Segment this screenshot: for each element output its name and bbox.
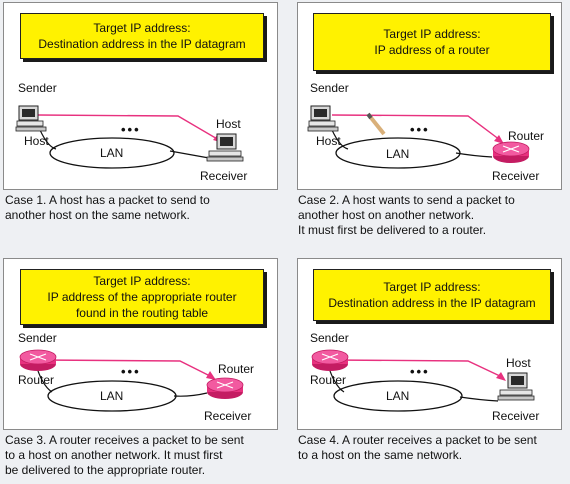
computer-icon — [206, 133, 244, 162]
right-connector — [173, 392, 208, 397]
right-connector — [455, 152, 493, 158]
target-line-2: IP address of the appropriate router — [47, 290, 237, 304]
caption-line: another host on another network. — [298, 208, 475, 222]
ellipsis-dots: ••• — [410, 122, 430, 137]
caption-line: be delivered to the appropriate router. — [5, 463, 206, 477]
caption-line: to a host on another network. It must fi… — [5, 448, 223, 462]
caption-line: to a host on the same network. — [298, 448, 463, 462]
lan-label: LAN — [386, 147, 410, 161]
router-icon — [492, 141, 530, 163]
pencil-icon — [366, 112, 386, 136]
ellipsis-dots: ••• — [121, 364, 141, 379]
router-icon — [311, 349, 349, 371]
target-ip-box: Target IP address: Destination address i… — [313, 269, 551, 321]
target-line-1: Target IP address: — [383, 27, 481, 41]
right-device-label: Router — [218, 362, 255, 376]
lan-label: LAN — [100, 146, 124, 160]
target-line-2: IP address of a router — [374, 43, 490, 57]
receiver-label: Receiver — [204, 409, 252, 423]
path-arrowhead — [206, 371, 216, 380]
router-icon — [19, 349, 57, 371]
case-4-caption: Case 4. A router receives a packet to be… — [298, 433, 537, 463]
case-4-panel: Target IP address: Destination address i… — [297, 258, 562, 430]
path-arrowhead — [494, 135, 504, 144]
delivery-path — [331, 114, 501, 141]
delivery-path — [39, 359, 213, 378]
target-line-1: Target IP address: — [93, 274, 191, 288]
target-ip-box: Target IP address: IP address of a route… — [313, 13, 551, 71]
caption-line: It must first be delivered to a router. — [298, 223, 487, 237]
sender-label: Sender — [18, 331, 57, 345]
lan-ellipse — [335, 137, 461, 169]
lan-ellipse — [333, 380, 463, 412]
caption-line: Case 1. A host has a packet to send to — [5, 193, 210, 207]
lan-label: LAN — [386, 389, 410, 403]
target-line-3: found in the routing table — [75, 306, 209, 320]
left-device-label: Host — [316, 134, 341, 148]
left-connector — [37, 370, 53, 393]
ellipsis-dots: ••• — [121, 122, 141, 137]
target-line-2: Destination address in the IP datagram — [328, 296, 536, 310]
case-3-panel: Target IP address: IP address of the app… — [3, 258, 278, 430]
right-device-label: Host — [506, 356, 531, 370]
case-3-caption: Case 3. A router receives a packet to be… — [5, 433, 244, 478]
computer-icon — [15, 105, 47, 132]
left-connector — [39, 129, 57, 150]
lan-label: LAN — [100, 389, 124, 403]
path-arrowhead — [496, 372, 506, 381]
sender-label: Sender — [310, 81, 349, 95]
ellipsis-dots: ••• — [410, 364, 430, 379]
right-device-label: Router — [508, 129, 545, 143]
target-ip-box: Target IP address: IP address of the app… — [20, 269, 264, 325]
left-connector — [331, 129, 349, 150]
case-1-panel: Target IP address: Destination address i… — [3, 2, 278, 190]
caption-line: Case 3. A router receives a packet to be… — [5, 433, 244, 447]
delivery-path — [37, 114, 220, 141]
receiver-label: Receiver — [492, 169, 540, 183]
network-diagram — [311, 349, 535, 412]
computer-icon — [307, 105, 339, 132]
network-diagram — [15, 105, 244, 169]
right-connector — [169, 150, 210, 159]
caption-line: another host on the same network. — [5, 208, 190, 222]
network-diagram — [19, 349, 244, 412]
case-2-caption: Case 2. A host wants to send a packet to… — [298, 193, 515, 238]
target-line-2: Destination address in the IP datagram — [38, 37, 246, 51]
network-diagram — [307, 105, 530, 169]
right-connector — [459, 396, 499, 402]
case-1-caption: Case 1. A host has a packet to send to a… — [5, 193, 210, 223]
computer-icon — [497, 372, 535, 401]
router-icon — [206, 377, 244, 399]
case-2-panel: Target IP address: IP address of a route… — [297, 2, 562, 190]
target-line-1: Target IP address: — [93, 21, 191, 35]
target-ip-box: Target IP address: Destination address i… — [20, 13, 264, 59]
sender-label: Sender — [18, 81, 57, 95]
left-connector — [329, 370, 345, 393]
lan-ellipse — [49, 137, 175, 169]
caption-line: Case 4. A router receives a packet to be… — [298, 433, 537, 447]
left-device-label: Router — [310, 373, 347, 387]
delivery-path — [331, 359, 503, 378]
left-device-label: Router — [18, 373, 55, 387]
receiver-label: Receiver — [200, 169, 248, 183]
right-device-label: Host — [216, 117, 241, 131]
sender-label: Sender — [310, 331, 349, 345]
receiver-label: Receiver — [492, 409, 540, 423]
left-device-label: Host — [24, 134, 49, 148]
caption-line: Case 2. A host wants to send a packet to — [298, 193, 515, 207]
target-line-1: Target IP address: — [383, 280, 481, 294]
